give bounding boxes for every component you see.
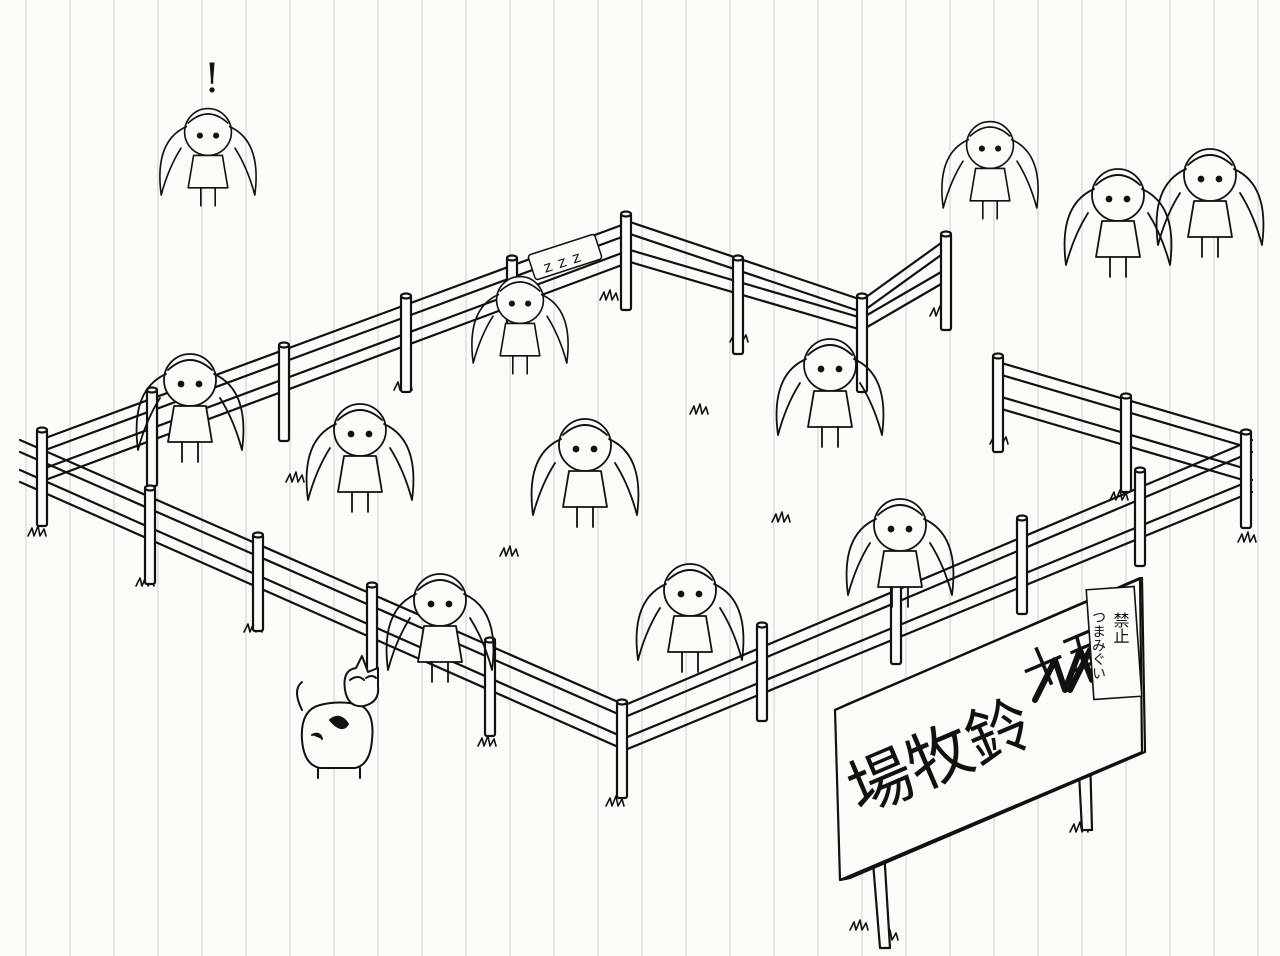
grass-tuft [599, 289, 619, 301]
fence-post [755, 621, 769, 723]
fence [18, 210, 1254, 800]
exclamation-mark: ! [204, 56, 220, 102]
fence-post [1015, 514, 1029, 616]
grass-tuft [689, 403, 709, 415]
chibi-character [1063, 168, 1173, 278]
chibi-character [1155, 148, 1265, 258]
chibi-character [385, 573, 495, 683]
fence-post [277, 341, 291, 443]
fence-post [35, 426, 49, 528]
chibi-character [159, 107, 257, 207]
fence-post [1239, 428, 1253, 530]
chibi-character [530, 418, 640, 528]
fence-rails-front-right [623, 438, 1254, 752]
grass-tuft [499, 545, 519, 557]
sign-note-paper: つまみぐい 禁止 [1085, 585, 1143, 701]
fence-post [143, 484, 157, 586]
grass-tuft [285, 471, 305, 483]
fence-gate [860, 236, 950, 332]
grass-tuft [477, 735, 497, 747]
chibi-character [471, 275, 569, 375]
fence-posts [35, 210, 1253, 800]
fence-post [615, 698, 629, 800]
grass-tuft [771, 511, 791, 523]
fence-post [1119, 392, 1133, 494]
signboard: 場牧鈴 十五 つまみぐい 禁止 [833, 576, 1147, 950]
fence-rails-back-right [628, 220, 864, 332]
chibi-character [305, 403, 415, 513]
fence-post [619, 210, 633, 312]
characters [135, 107, 1265, 683]
chibi-character [845, 498, 955, 608]
chibi-character [135, 353, 245, 463]
chibi-character [941, 120, 1039, 220]
fence-post [731, 254, 745, 356]
fence-post [991, 352, 1005, 454]
fence-post [399, 292, 413, 394]
fence-post [855, 292, 869, 394]
fence-post [939, 230, 953, 332]
chibi-character [775, 338, 885, 448]
grass-tuft [27, 525, 47, 537]
note-line1: つまみぐい [1090, 610, 1106, 680]
grass-tuft [1237, 531, 1257, 543]
fence-rails-front-left [18, 438, 627, 752]
fence-post [145, 386, 159, 488]
cat [296, 655, 380, 779]
fence-post [365, 581, 379, 683]
grass-tuft [849, 919, 869, 931]
fence-post [251, 531, 265, 633]
fence-post [1133, 466, 1147, 568]
chibi-character [635, 563, 745, 673]
note-line2: 禁止 [1111, 612, 1130, 644]
